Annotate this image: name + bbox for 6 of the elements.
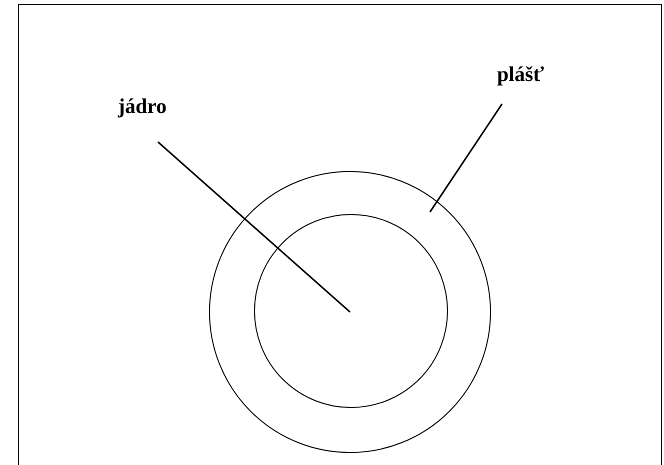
outer-circle xyxy=(209,171,491,453)
leader-line xyxy=(429,104,503,212)
leader-line xyxy=(157,141,351,313)
label-text: plášť xyxy=(497,62,544,87)
inner-circle xyxy=(254,214,448,408)
label-text: jádro xyxy=(118,94,167,119)
